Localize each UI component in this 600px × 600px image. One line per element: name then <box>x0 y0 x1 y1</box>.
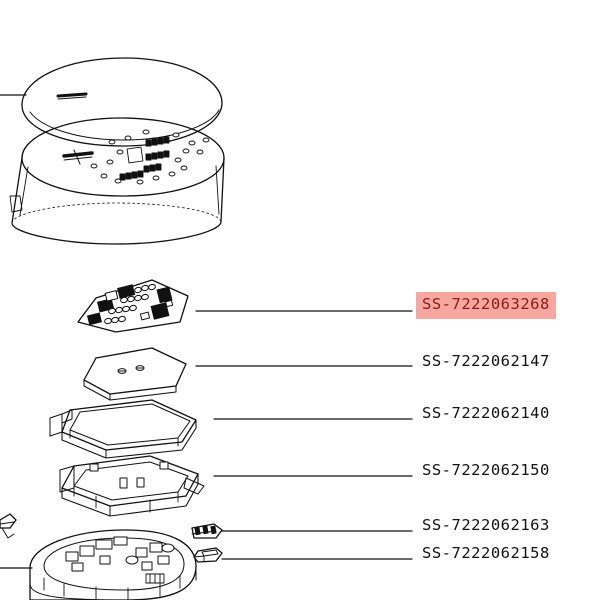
gasket-frame-art <box>49 399 197 459</box>
small-block-art <box>193 547 223 563</box>
housing-bracket-art <box>59 455 205 517</box>
base-plate-assembly-art <box>0 529 197 600</box>
part-number-label-highlighted[interactable]: SS-7222063268 <box>416 292 556 319</box>
part-number-label-6[interactable]: SS-7222062158 <box>422 544 550 562</box>
pentagon-plate-art <box>83 347 187 401</box>
edge-clipped-part-art <box>0 513 17 539</box>
base-housing-art <box>9 117 225 245</box>
part-number-label-3[interactable]: SS-7222062140 <box>422 404 550 422</box>
oval-lid-cover-art <box>0 57 223 147</box>
part-number-label-5[interactable]: SS-7222062163 <box>422 516 550 534</box>
circuit-board-art <box>77 279 189 333</box>
small-clip-art <box>191 523 223 539</box>
part-number-label-2[interactable]: SS-7222062147 <box>422 352 550 370</box>
part-number-label-4[interactable]: SS-7222062150 <box>422 461 550 479</box>
